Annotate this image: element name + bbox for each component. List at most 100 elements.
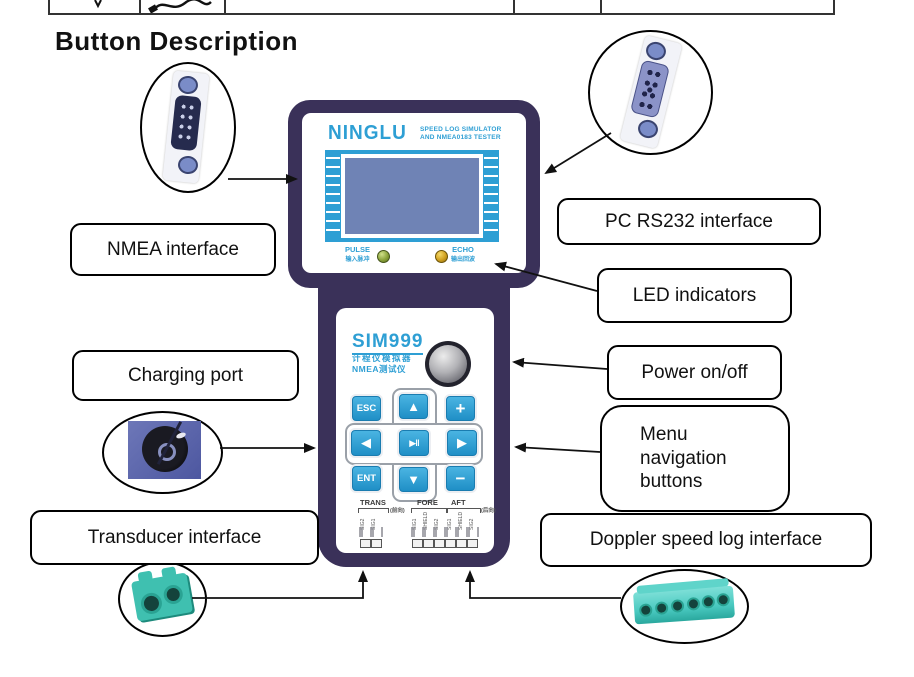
arrow-transducer-to-device xyxy=(192,570,368,599)
power-button xyxy=(425,341,471,387)
screw-lug xyxy=(137,570,153,583)
down-key: ▼ xyxy=(399,467,428,492)
callout-menu-buttons: Menu navigation buttons xyxy=(600,405,790,512)
esc-key: ESC xyxy=(352,396,381,421)
terminal-hole xyxy=(686,596,701,611)
play-pause-icon: ▶‖ xyxy=(409,437,419,448)
esc-key-label: ESC xyxy=(356,403,377,414)
minus-icon: − xyxy=(455,468,466,488)
model-subtitle-2: NMEA测试仪 xyxy=(352,364,407,374)
left-key: ◀ xyxy=(351,430,381,456)
tagline-line2: AND NMEA0183 TESTER xyxy=(420,134,501,142)
ent-key: ENT xyxy=(352,466,381,491)
power-button-cap xyxy=(429,345,467,383)
terminal-block xyxy=(467,539,478,548)
pulse-sublabel: 输入脉冲 xyxy=(345,257,370,264)
text-remnant xyxy=(94,0,102,9)
terminal-hole xyxy=(162,583,185,606)
aft-terminal-label: AFT xyxy=(451,498,466,507)
arrow-power-to-device xyxy=(512,357,608,370)
callout-pc-text: PC RS232 interface xyxy=(605,210,773,232)
page-title: Button Description xyxy=(55,26,298,56)
terminal-block xyxy=(445,539,456,548)
terminal-pin-marks xyxy=(359,527,383,537)
table-fragment xyxy=(48,0,835,15)
callout-pc-rs232: PC RS232 interface xyxy=(557,198,821,245)
terminal-pin-marks xyxy=(411,527,479,537)
terminal-hole xyxy=(670,599,685,613)
callout-doppler: Doppler speed log interface xyxy=(540,513,872,567)
callout-charging-text: Charging port xyxy=(127,364,244,386)
echo-label: ECHO xyxy=(452,245,474,254)
minus-key: − xyxy=(446,466,475,491)
tagline-line1: SPEED LOG SIMULATOR xyxy=(420,126,502,133)
arrow-rs232-to-device xyxy=(544,132,612,175)
trans-bracket xyxy=(358,508,389,513)
lcd-vent-left xyxy=(326,157,340,235)
terminal-hole xyxy=(716,592,731,607)
echo-sublabel: 输出回波 xyxy=(451,257,476,264)
callout-charging-port: Charging port xyxy=(72,350,299,401)
plus-key: + xyxy=(446,396,475,421)
up-key: ▲ xyxy=(399,394,428,419)
trans-terminal-label: TRANS xyxy=(360,498,386,507)
screw-lug xyxy=(161,566,177,579)
terminal-hole xyxy=(654,601,669,616)
callout-led-indicators: LED indicators xyxy=(597,268,792,323)
callout-led-text: LED indicators xyxy=(632,284,757,306)
terminal-block xyxy=(371,539,382,548)
fore-cn-label: (前向) xyxy=(390,508,405,514)
down-arrow-icon: ▼ xyxy=(407,472,420,487)
dc-jack-photo xyxy=(128,421,201,479)
table-cell xyxy=(226,0,516,13)
callout-menu-line1: Menu xyxy=(640,423,688,445)
right-arrow-icon: ▶ xyxy=(457,435,467,450)
terminal-hole xyxy=(638,603,653,618)
callout-transducer-text: Transducer interface xyxy=(87,526,262,548)
lcd-screen xyxy=(345,158,479,234)
lcd-display xyxy=(325,150,499,242)
pulse-led xyxy=(377,250,390,263)
charging-port-photo xyxy=(102,411,223,494)
rs232-connector-photo xyxy=(588,30,713,155)
table-cell xyxy=(50,0,141,13)
right-key: ▶ xyxy=(447,430,477,456)
transducer-block xyxy=(130,566,194,622)
terminal-block xyxy=(423,539,434,548)
arrow-doppler-to-device xyxy=(465,570,621,599)
terminal-block xyxy=(360,539,371,548)
model-subtitle-1: 计程仪模拟器 xyxy=(352,353,413,363)
arrow-menu-to-device xyxy=(514,442,601,453)
terminal-block xyxy=(412,539,423,548)
callout-power-text: Power on/off xyxy=(641,361,748,383)
callout-transducer: Transducer interface xyxy=(30,510,319,565)
aft-cn-label: (后向) xyxy=(481,508,496,514)
table-cell xyxy=(602,0,835,13)
callout-menu-line3: buttons xyxy=(640,471,703,493)
callout-power-onoff: Power on/off xyxy=(607,345,782,400)
play-pause-key: ▶‖ xyxy=(399,430,429,456)
left-arrow-icon: ◀ xyxy=(361,435,371,450)
brand-logo: NINGLU xyxy=(328,122,407,145)
table-cell xyxy=(515,0,602,13)
callout-nmea-text: NMEA interface xyxy=(107,238,239,260)
terminal-block xyxy=(456,539,467,548)
nmea-connector-photo xyxy=(140,62,236,193)
callout-doppler-text: Doppler speed log interface xyxy=(589,529,823,550)
plus-icon: + xyxy=(455,398,466,418)
terminal-block xyxy=(434,539,445,548)
fore-terminal-label: FORE xyxy=(417,498,438,507)
model-name: SIM999 xyxy=(352,331,424,355)
db9-pins xyxy=(175,101,197,145)
terminal-hole xyxy=(701,594,716,609)
fore-bracket xyxy=(411,508,447,513)
callout-menu-line2: navigation xyxy=(640,447,727,469)
doppler-connector-photo xyxy=(620,569,749,644)
echo-led xyxy=(435,250,448,263)
lcd-vent-right xyxy=(484,157,498,235)
callout-nmea-interface: NMEA interface xyxy=(70,223,276,276)
db9f-holes xyxy=(635,65,665,113)
up-arrow-icon: ▲ xyxy=(407,399,420,414)
aft-bracket xyxy=(447,508,481,513)
